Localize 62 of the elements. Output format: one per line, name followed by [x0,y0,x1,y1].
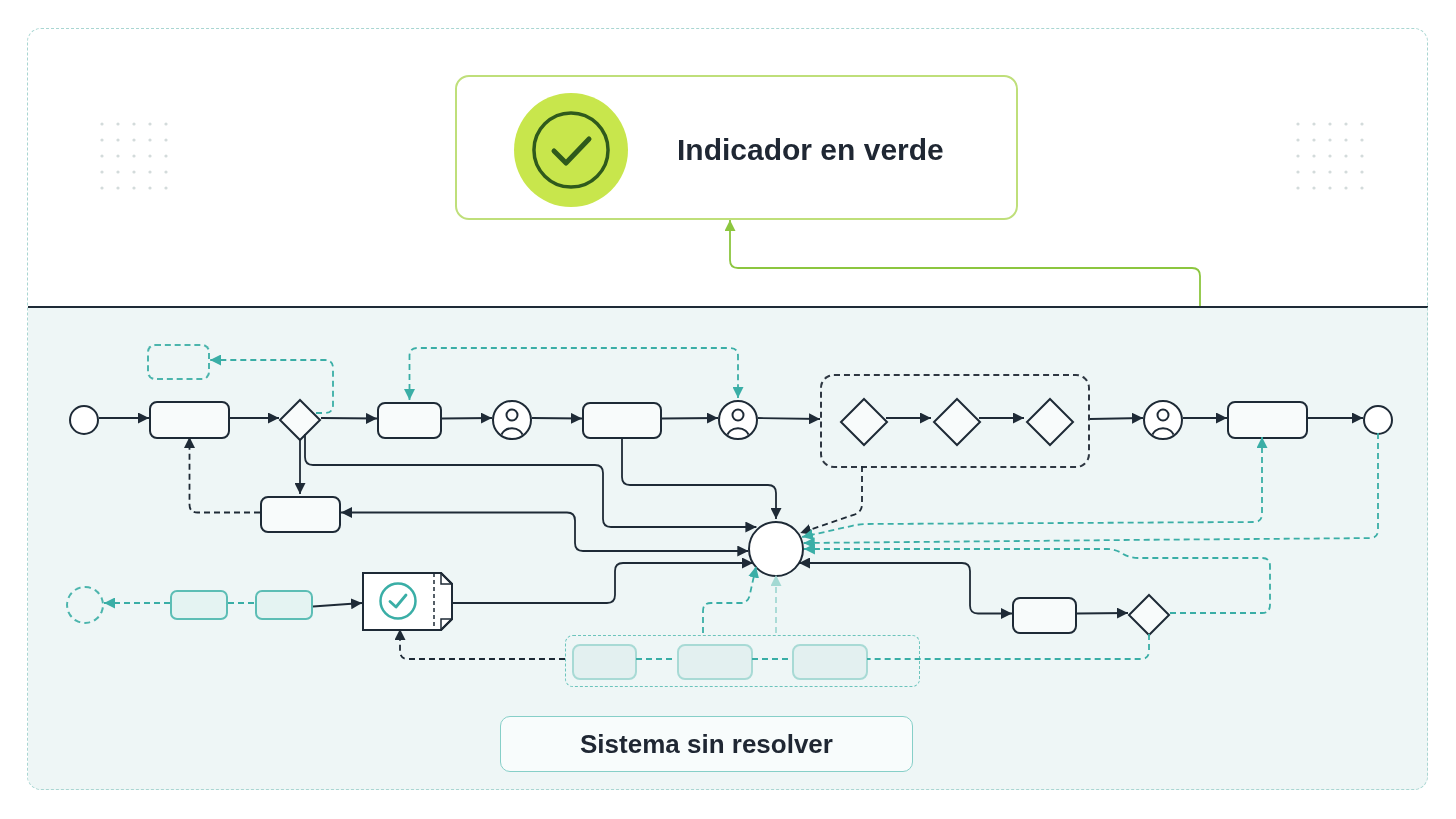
decision-diamond [279,399,321,441]
task-box [792,644,868,680]
arrow [229,412,280,424]
arrow [724,219,1201,307]
section-band [28,306,1428,790]
arrow [304,433,758,533]
arrow [320,412,378,424]
arrow [98,412,150,424]
dashed-task-box [147,344,210,380]
section-label: Sistema sin resolver [500,716,913,772]
double-arrow [798,557,1013,619]
arrow [312,598,363,610]
arrow [621,436,782,520]
arrow [885,412,932,424]
arrow [757,413,821,425]
task-box [149,401,230,439]
task-box [572,644,637,680]
dashed-double-arrow [801,436,1268,540]
task-box [260,496,341,533]
arrow [294,438,306,495]
dashed-group-box [820,374,1090,468]
dashed-group-box [565,635,920,687]
arrow [441,412,493,424]
decision-diamond [1026,398,1074,446]
arrow [1307,412,1364,424]
dashed-arrow [802,432,1379,549]
dashed-arrow [803,543,1271,614]
arrow [1182,412,1228,424]
dashed-arrow [394,628,566,660]
end-circle [1363,405,1393,435]
dashed-connector-line [866,633,1150,660]
dashed-arrow [799,465,863,535]
dashed-arrow [770,574,782,634]
dashed-circle [66,586,104,624]
arrow [531,412,583,424]
double-arrow [340,507,750,557]
task-box [1227,401,1308,439]
arrow [661,412,719,424]
task-box [1012,597,1077,634]
task-box [377,402,442,439]
start-circle [69,405,99,435]
dashed-arrow [209,354,334,414]
task-box [677,644,753,680]
document-shape [362,572,453,631]
decision-diamond [933,398,981,446]
dashed-arrow [702,565,759,634]
decision-diamond [1128,594,1170,636]
dashed-double-arrow [404,347,744,401]
arrow [452,557,754,604]
arrow [978,412,1025,424]
hub-circle [748,521,804,577]
dashed-connector-line [227,602,256,604]
arrow [1076,607,1129,619]
dashed-arrow [184,436,261,514]
arrow [1089,412,1144,424]
task-box [582,402,662,439]
task-box [255,590,313,620]
dashed-arrow [103,597,171,609]
decision-diamond [840,398,888,446]
status-label: Indicador en verde [677,131,944,168]
status-card [455,75,1018,220]
task-box [170,590,228,620]
